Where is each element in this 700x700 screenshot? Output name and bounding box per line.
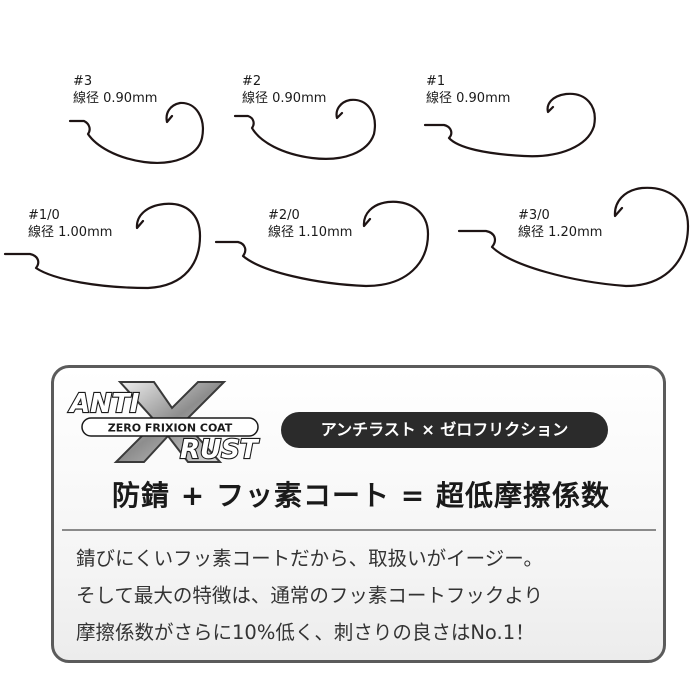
hook-size: #2	[242, 74, 262, 89]
description-line: そして最大の特徴は、通常のフッ素コートフックより	[76, 584, 544, 607]
divider	[62, 529, 656, 531]
anti-rust-logo: ANTI ZERO FRIXION COAT RUST	[67, 381, 261, 464]
hook-size: #2/0	[268, 208, 300, 223]
logo-bottom-text: RUST	[180, 435, 260, 464]
hook-2-0-drawing	[214, 200, 430, 288]
hook-size: #3	[73, 74, 93, 89]
hook-3-0-drawing	[457, 186, 690, 288]
hook-label-1: #1 線径 0.90mm	[426, 73, 510, 107]
hook-1-drawing	[423, 92, 596, 158]
hook-illustrations	[3, 92, 690, 290]
hook-label-3: #3 線径 0.90mm	[73, 73, 157, 107]
feature-description: 錆びにくいフッ素コートだから、取扱いがイージー。 そして最大の特徴は、通常のフッ…	[76, 540, 656, 651]
hook-label-2-0: #2/0 線径 1.10mm	[268, 207, 352, 241]
hook-wire-diameter: 線径 0.90mm	[426, 91, 511, 106]
hook-2-drawing	[233, 98, 376, 160]
hook-wire-diameter: 線径 1.10mm	[268, 225, 353, 240]
hook-wire-diameter: 線径 1.00mm	[28, 225, 113, 240]
description-line: 摩擦係数がさらに10%低く、刺さりの良さはNo.1！	[76, 621, 535, 644]
logo-top-text: ANTI	[68, 389, 140, 419]
hook-label-1-0: #1/0 線径 1.00mm	[28, 207, 112, 241]
hook-1-0-drawing	[3, 202, 202, 290]
hook-wire-diameter: 線径 0.90mm	[73, 91, 158, 106]
hook-size: #1/0	[28, 208, 60, 223]
description-line: 錆びにくいフッ素コートだから、取扱いがイージー。	[76, 547, 544, 570]
hook-size: #3/0	[518, 208, 550, 223]
feature-badge: アンチラスト × ゼロフリクション	[281, 412, 608, 448]
hook-label-2: #2 線径 0.90mm	[242, 73, 326, 107]
feature-headline: 防錆 + フッ素コート = 超低摩擦係数	[112, 479, 610, 512]
logo-middle-text: ZERO FRIXION COAT	[108, 422, 233, 435]
hook-wire-diameter: 線径 0.90mm	[242, 91, 327, 106]
hook-wire-diameter: 線径 1.20mm	[518, 225, 603, 240]
hook-label-3-0: #3/0 線径 1.20mm	[518, 207, 602, 241]
hook-3-drawing	[68, 101, 204, 164]
hook-size: #1	[426, 74, 446, 89]
